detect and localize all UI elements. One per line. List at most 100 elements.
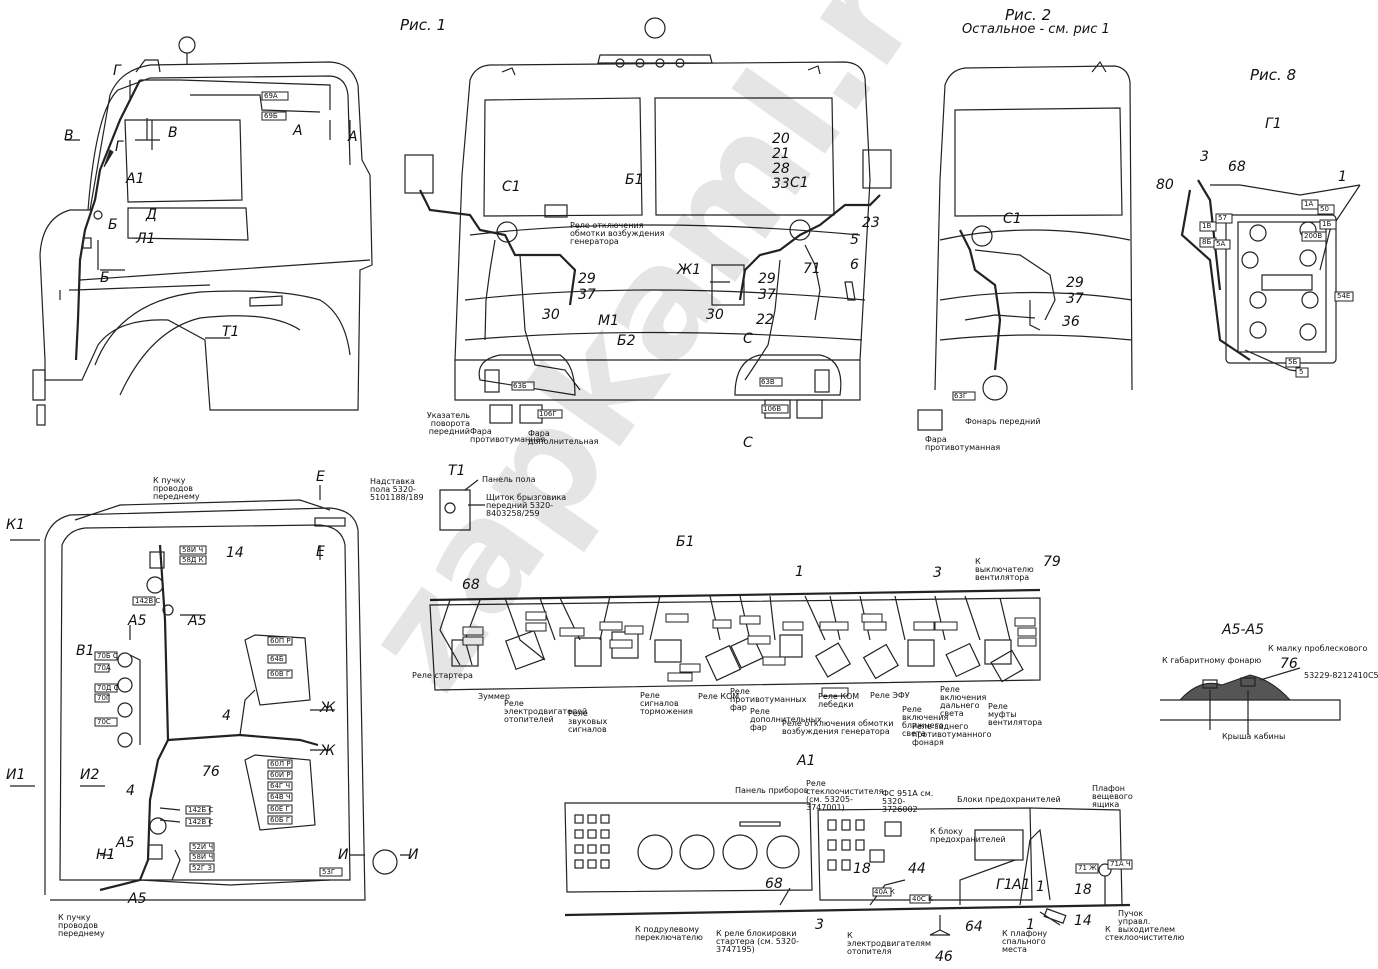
wire-tag-106v: 106В (763, 405, 782, 413)
ref-18a: 18 (853, 861, 871, 877)
caption-kom-relay: Реле КОМ (698, 692, 740, 701)
wire-tag-60b: 60Б Г (270, 816, 291, 824)
ref-29a: 29 (578, 271, 596, 287)
caption-gen-relay: Реле отключения обмотки возбуждения гене… (570, 221, 665, 246)
ref-3c: 3 (815, 917, 824, 933)
marker-a5-1: А5 (128, 613, 147, 629)
wire-tag-53g: 53Г (322, 868, 336, 876)
roof-section-a5 (1160, 667, 1341, 735)
ref-1c: 1 (1036, 879, 1045, 895)
ref-22: 22 (756, 312, 774, 328)
caption-to-harness-bottom: К пучку проводов переднему (58, 913, 105, 938)
marker-a5-2: А5 (188, 613, 207, 629)
caption-efu-relay: Реле ЭФУ (870, 691, 910, 700)
section-a5a5: А5-А5 (1222, 622, 1265, 638)
caption-to-washer: К стеклоочистителю (1105, 925, 1185, 942)
ref-5: 5 (850, 232, 859, 248)
ref-33: 33 (772, 176, 790, 192)
caption-starter-block-relay: К реле блокировки стартера (см. 5320-374… (716, 929, 800, 954)
marker-e-2: Е (316, 544, 325, 560)
cab-side-view (32, 36, 373, 426)
marker-a-1: А (293, 123, 303, 139)
cab-rear-view (44, 499, 398, 901)
wire-tag-54e: 54Е (1337, 292, 1351, 300)
wire-tag-58i: 58И Ч (182, 546, 204, 554)
caption-to-harness-top: К пучку проводов переднему (153, 476, 200, 501)
marker-a-2: А (348, 129, 358, 145)
wire-tag-70c: 70С (97, 718, 111, 726)
caption-rear-fog-relay: Реле заднего противотуманного фонаря (912, 722, 992, 747)
marker-b-1: Б (108, 217, 118, 233)
marker-t1: Т1 (222, 324, 240, 340)
ref-80: 80 (1156, 177, 1174, 193)
ref-23: 23 (862, 215, 880, 231)
marker-b2: Б2 (617, 333, 636, 349)
ref-20: 20 (772, 131, 790, 147)
marker-c-b: С (743, 435, 753, 451)
section-a1: А1 (797, 753, 816, 769)
marker-a5-4: А5 (128, 891, 147, 907)
ref-30b: 30 (706, 307, 724, 323)
caption-high-beam-relay: Реле включения дальнего света (940, 685, 987, 718)
marker-g: Г (113, 63, 121, 79)
cab-front-variant (917, 60, 1133, 431)
marker-c1-b: С1 (790, 175, 809, 191)
ref-1d: 1 (1026, 917, 1035, 933)
caption-washer-relay: Реле стеклоочистителя (см. 53205-3747001… (806, 779, 884, 812)
cab-front-view (404, 17, 892, 424)
wire-tag-60i: 60И Р (270, 771, 291, 779)
marker-i1: И1 (6, 767, 26, 783)
marker-zh-1: Ж (320, 700, 336, 716)
ref-68b: 68 (462, 577, 480, 593)
wire-tag-5: 5 (1299, 368, 1304, 376)
wire-tag-40a: 40А К (874, 888, 895, 896)
marker-b-2: Б (100, 270, 110, 286)
marker-d: Д (146, 207, 157, 223)
wire-tag-71a: 71А Ч (1110, 860, 1131, 868)
ref-37b: 37 (758, 287, 776, 303)
caption-fog-lamp: Фара противотуманная (470, 427, 546, 444)
ref-79: 79 (1043, 554, 1061, 570)
marker-i-2: И (408, 847, 419, 863)
wire-tag-70d: 70Д С (97, 684, 119, 692)
ref-46: 46 (935, 949, 953, 965)
ref-36: 36 (1062, 314, 1080, 330)
caption-instrument-panel: Панель приборов (735, 786, 809, 795)
wire-tag-64v: 64В Ч (270, 793, 291, 801)
wire-tag-200v: 200В (1304, 232, 1323, 240)
ref-68c: 68 (765, 876, 783, 892)
caption-to-marker: К габаритному фонарю (1162, 656, 1262, 665)
wire-tag-69a: 69А (264, 92, 278, 100)
fuse-block-fig8 (1180, 179, 1361, 378)
ref-37a: 37 (578, 287, 596, 303)
ref-64: 64 (965, 919, 983, 935)
caption-part-number: 53229-8212410С5 (1304, 671, 1378, 680)
ref-44: 44 (908, 861, 926, 877)
caption-floor-panel: Панель пола (482, 475, 536, 484)
wire-tag-1b: 1Б (1322, 220, 1332, 228)
caption-cab-roof: Крыша кабины (1222, 732, 1286, 741)
ref-1a: 1 (1338, 169, 1347, 185)
ref-14: 14 (226, 545, 244, 561)
caption-brake-relay: Реле сигналов торможения (640, 691, 693, 716)
figure-title-8: Рис. 8 (1250, 66, 1297, 84)
marker-i-1: И (338, 847, 349, 863)
wire-tag-63g: 63Г (954, 392, 968, 400)
ref-29c: 29 (1066, 275, 1084, 291)
marker-k1: К1 (6, 517, 25, 533)
floor-panel-detail (439, 479, 485, 531)
ref-3a: 3 (1200, 149, 1209, 165)
caption-extra-lamp: Фара дополнительная (528, 429, 599, 446)
wire-tag-52g: 52Г З (192, 864, 212, 872)
marker-zh-2: Ж (320, 743, 336, 759)
caption-fog-relay: Реле противотуманных фар (730, 687, 807, 712)
caption-horn-relay: Реле звуковых сигналов (568, 709, 608, 734)
wire-tag-70a: 70А (97, 664, 111, 672)
wire-tag-52i: 52И Ч (192, 843, 214, 851)
ref-4b: 4 (126, 783, 135, 799)
caption-winch-relay: Реле КОМ лебедки (818, 692, 860, 709)
caption-to-fuse-block: К блоку предохранителей (930, 827, 1006, 844)
wire-tag-1v: 1В (1202, 222, 1212, 230)
ref-71: 71 (803, 261, 821, 277)
wire-tag-63b: 63Б (513, 382, 527, 390)
